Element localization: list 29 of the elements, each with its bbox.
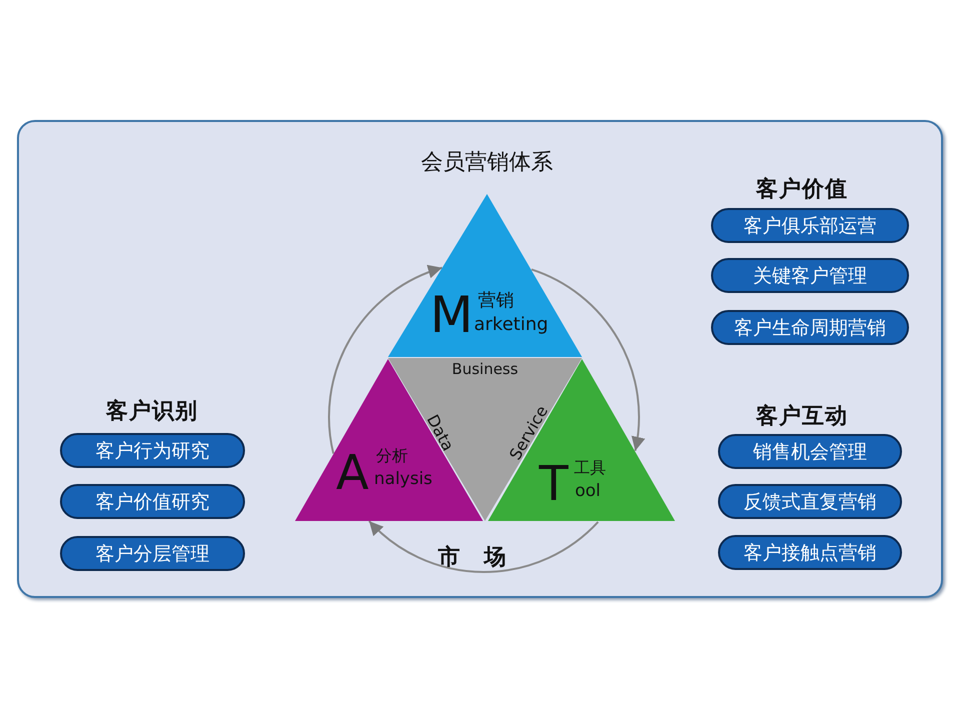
segment-label: nalysis xyxy=(374,471,432,488)
item-pill: 客户价值研究 xyxy=(60,484,245,519)
segment-label: 分析 xyxy=(376,448,408,464)
cycle-arrow xyxy=(368,520,599,573)
diagram-title: 会员营销体系 xyxy=(421,152,553,174)
segment-label: 营销 xyxy=(478,292,514,310)
segment-label: ool xyxy=(575,483,601,500)
group-heading: 客户识别 xyxy=(106,401,198,423)
segment-label: Business xyxy=(452,362,518,377)
base-label: 市场 xyxy=(438,547,530,569)
cycle-arrow xyxy=(531,268,644,451)
initial-letter: T xyxy=(539,460,568,508)
initial-letter: M xyxy=(430,290,474,340)
cycle-arrow xyxy=(328,266,442,454)
item-pill: 客户俱乐部运营 xyxy=(711,208,909,243)
segment-label: arketing xyxy=(474,316,548,334)
initial-letter: A xyxy=(336,449,369,497)
group-heading: 客户价值 xyxy=(756,179,848,201)
item-pill: 反馈式直复营销 xyxy=(718,484,902,519)
item-pill: 客户分层管理 xyxy=(60,536,245,571)
item-pill: 客户生命周期营销 xyxy=(711,310,909,345)
item-pill: 销售机会管理 xyxy=(718,434,902,469)
item-pill: 关键客户管理 xyxy=(711,258,909,293)
item-pill: 客户行为研究 xyxy=(60,433,245,468)
item-pill: 客户接触点营销 xyxy=(718,535,902,570)
group-heading: 客户互动 xyxy=(756,406,848,428)
segment-label: Data xyxy=(424,412,456,454)
segment-label: 工具 xyxy=(574,460,606,476)
panel-background xyxy=(17,120,943,598)
